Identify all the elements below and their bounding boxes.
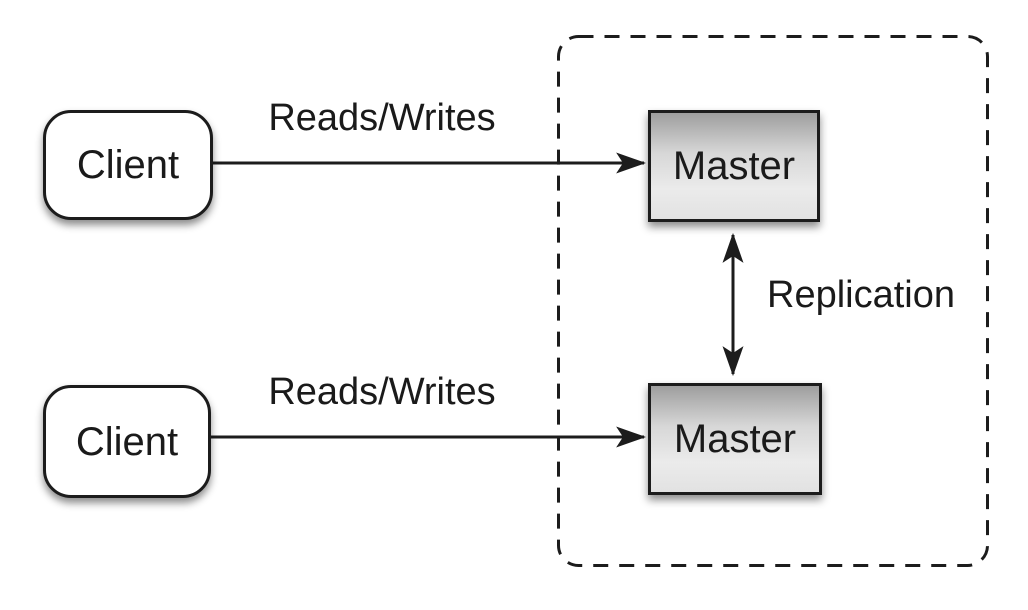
client-node-bottom-label: Client xyxy=(75,419,179,464)
client-node-bottom: Client xyxy=(43,385,211,498)
replication-label: Replication xyxy=(767,274,955,316)
master-node-top-label: Master xyxy=(672,144,796,188)
master-node-bottom: Master xyxy=(648,383,822,495)
client-node-top-label: Client xyxy=(76,143,180,187)
client-node-top: Client xyxy=(43,110,213,220)
reads-writes-label-bottom: Reads/Writes xyxy=(268,371,496,413)
master-node-bottom-label: Master xyxy=(673,417,797,461)
master-node-top: Master xyxy=(648,110,820,222)
reads-writes-label-top: Reads/Writes xyxy=(268,97,496,139)
replication-boundary xyxy=(557,35,989,567)
